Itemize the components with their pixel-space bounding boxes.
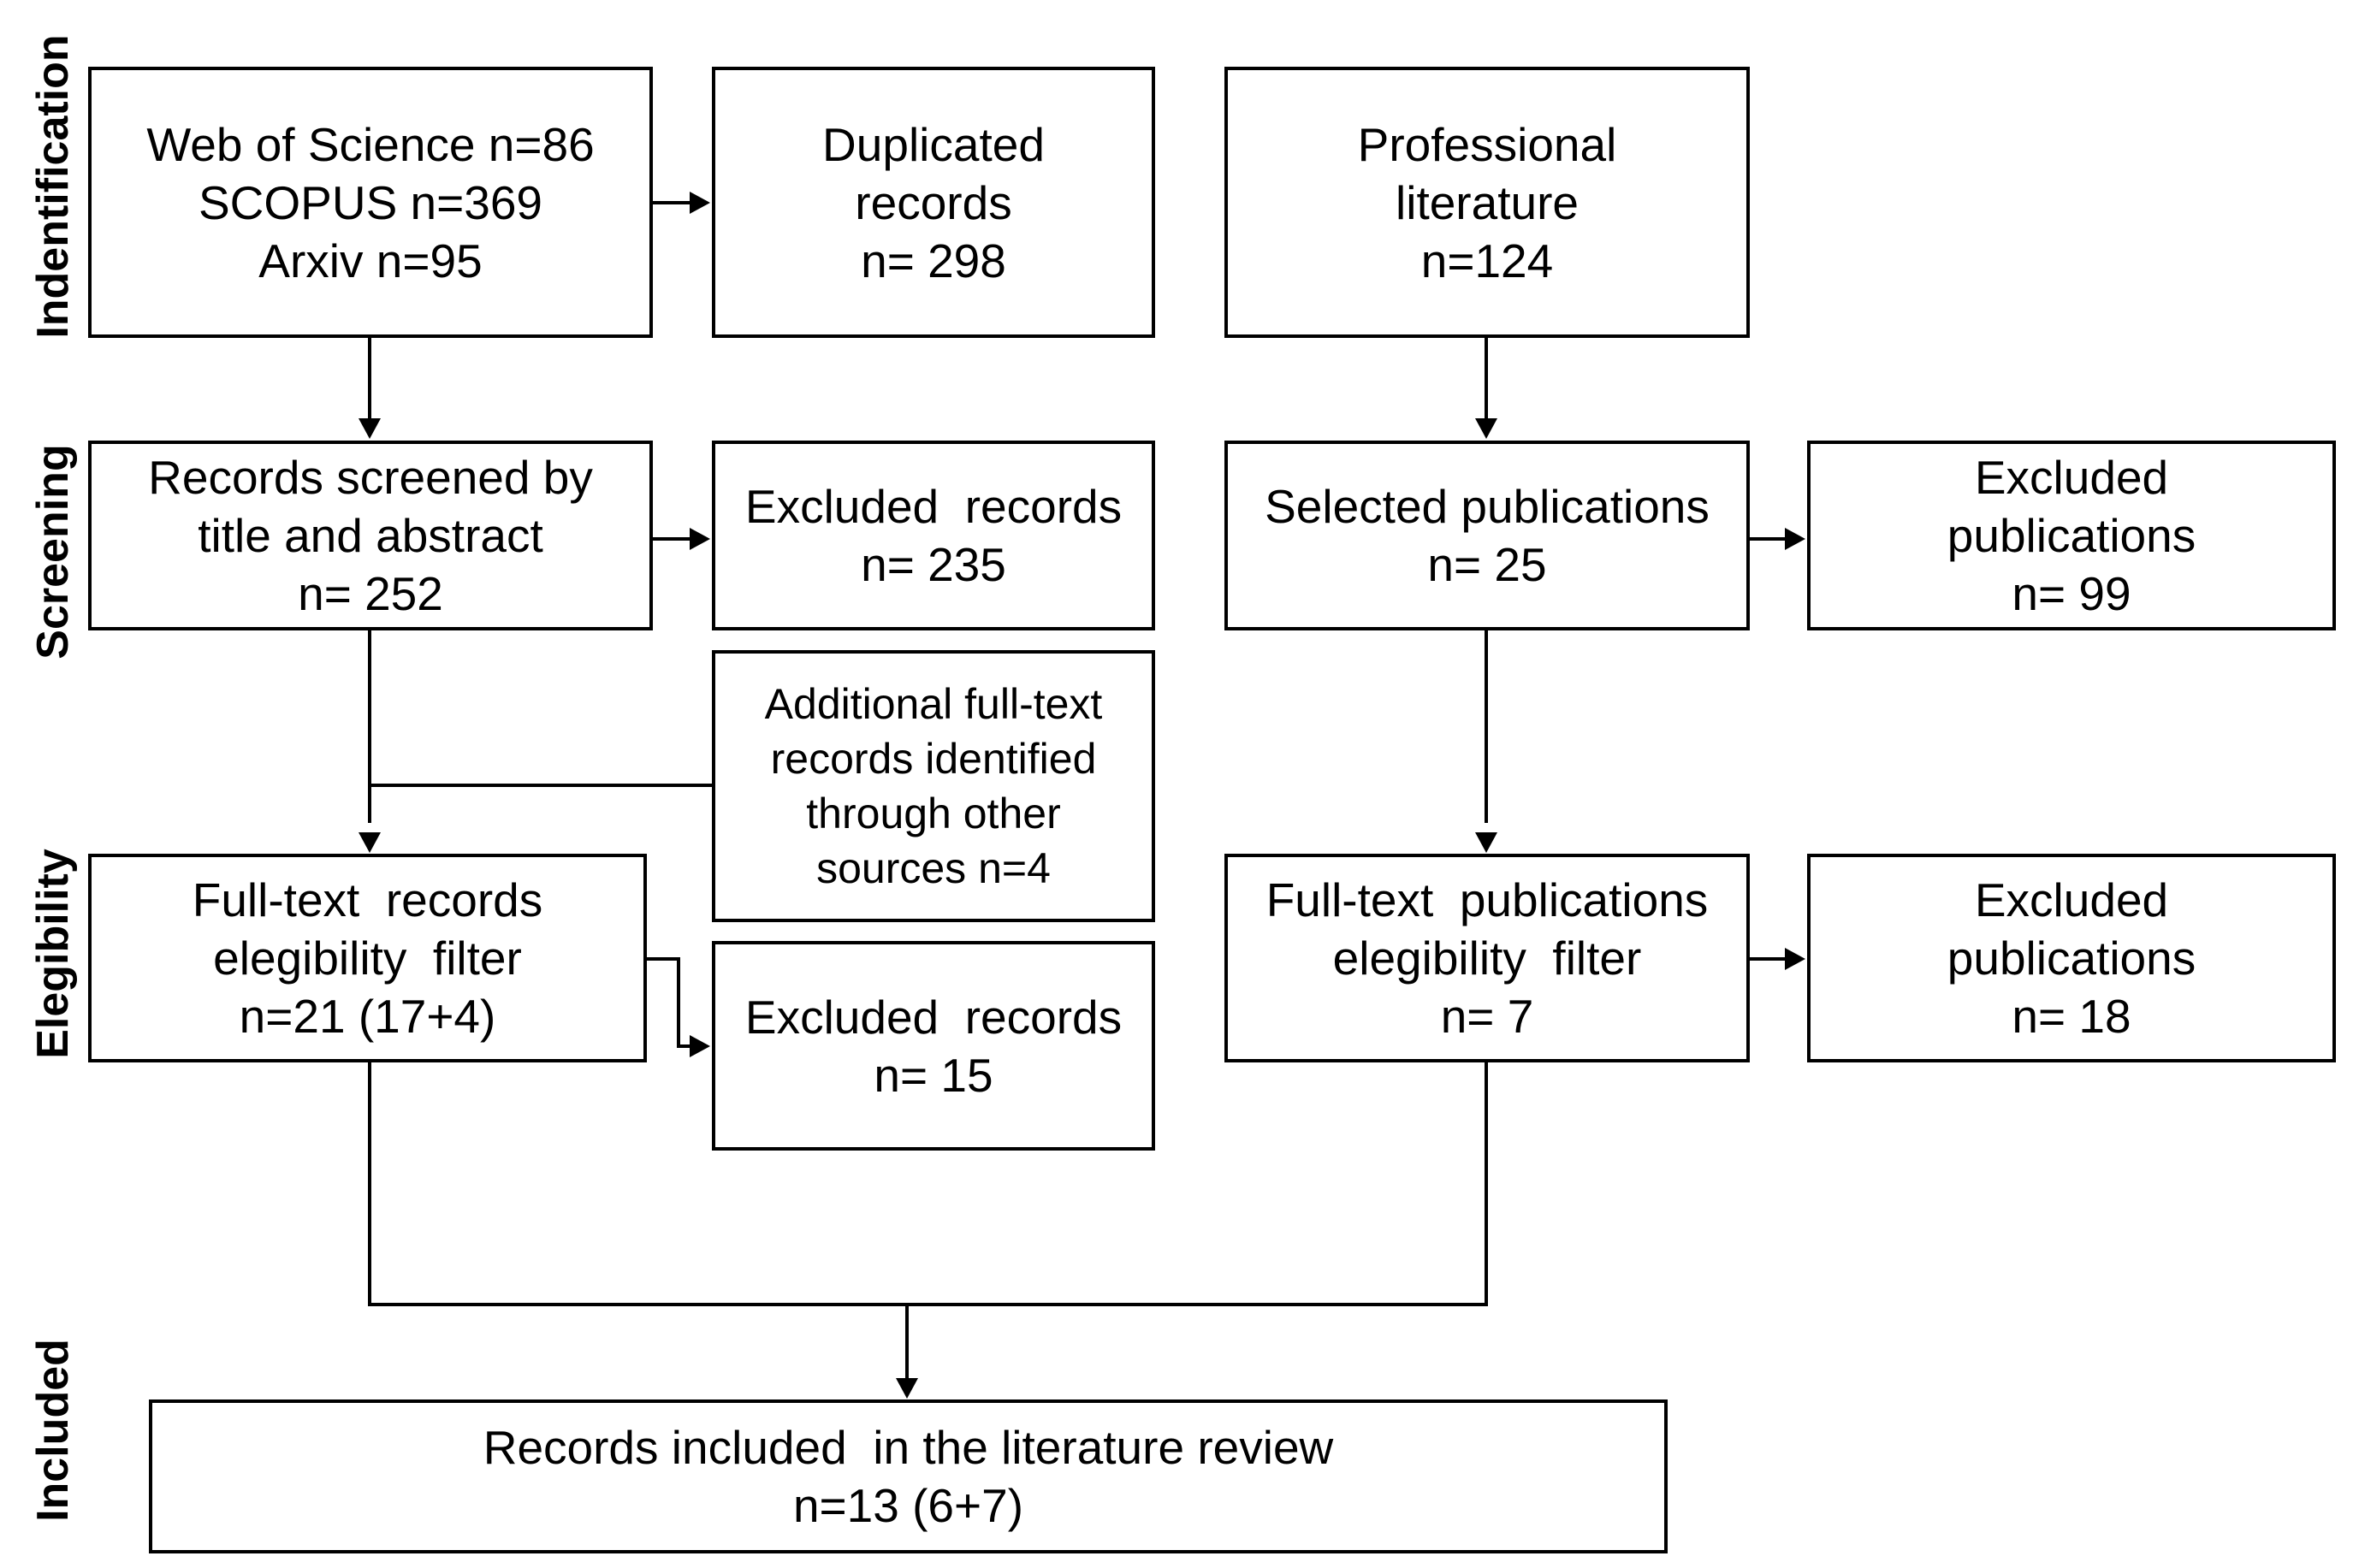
box-line: n= 15 [874, 1048, 993, 1102]
box-line: Additional full-text [764, 680, 1103, 728]
arrowhead [1475, 832, 1497, 853]
box-records-included: Records included in the literature revie… [149, 1399, 1668, 1553]
box-line: n= 99 [2012, 567, 2131, 620]
box-line: Web of Science n=86 [146, 117, 595, 171]
connector-pubs-to-merge [907, 1061, 1488, 1306]
box-excluded-publications-elegibility: Excluded publications n= 18 [1807, 854, 2336, 1062]
box-line: records identified [770, 735, 1097, 783]
box-excluded-records-elegibility: Excluded records n= 15 [712, 941, 1155, 1151]
box-line: Professional [1357, 117, 1617, 171]
box-line: n= 298 [861, 234, 1006, 287]
stage-label-included: Included [28, 1339, 78, 1522]
box-records-screened: Records screened by title and abstract n… [88, 441, 653, 630]
box-fulltext-publications-filter: Full-text publications elegibility filte… [1224, 854, 1750, 1062]
box-excluded-publications-screening: Excluded publications n= 99 [1807, 441, 2336, 630]
box-line: publications [1947, 509, 2196, 562]
box-line: literature [1396, 175, 1579, 229]
stage-label-elegibility: Elegibility [28, 849, 78, 1059]
arrow-fulltext-records-to-excluded [647, 957, 695, 1048]
box-database-sources: Web of Science n=86 SCOPUS n=369 Arxiv n… [88, 67, 653, 338]
box-line: n=21 (17+4) [239, 990, 496, 1043]
box-line: Arxiv n=95 [258, 234, 483, 287]
box-line: title and abstract [198, 509, 543, 562]
arrowhead [359, 832, 381, 853]
box-line: Records screened by [148, 451, 593, 504]
box-line: Excluded records [744, 990, 1123, 1044]
box-line: Full-text publications [1265, 873, 1709, 926]
box-line: elegibility filter [213, 932, 522, 985]
box-line: SCOPUS n=369 [198, 175, 543, 229]
arrowhead [1475, 418, 1497, 439]
box-line: n= 25 [1427, 538, 1547, 591]
box-fulltext-records-filter: Full-text records elegibility filter n=2… [88, 854, 647, 1062]
box-line: elegibility filter [1332, 932, 1642, 985]
connector-records-to-merge [368, 1061, 907, 1306]
arrowhead [1785, 948, 1805, 970]
box-line: Records included in the literature revie… [483, 1421, 1334, 1474]
arrowhead [896, 1378, 918, 1399]
box-selected-publications: Selected publications n= 25 [1224, 441, 1750, 630]
box-line: n=124 [1420, 234, 1554, 287]
box-additional-records: Additional full-text records identified … [712, 650, 1155, 922]
box-line: Excluded records [744, 480, 1123, 533]
box-line: Duplicated [822, 117, 1045, 171]
box-line: n= 235 [861, 538, 1006, 591]
stage-label-identification: Indentification [28, 34, 78, 339]
arrowhead [1785, 528, 1805, 550]
arrowhead [359, 418, 381, 439]
box-line: Selected publications [1265, 480, 1710, 533]
box-line: n= 252 [298, 567, 443, 620]
box-line: through other [806, 790, 1061, 837]
box-line: publications [1947, 932, 2196, 985]
box-line: Excluded [1974, 873, 2169, 926]
box-line: n= 7 [1440, 990, 1534, 1043]
box-excluded-records-screening: Excluded records n= 235 [712, 441, 1155, 630]
box-line: n= 18 [2012, 990, 2131, 1043]
box-professional-literature: Professional literature n=124 [1224, 67, 1750, 338]
box-duplicated-records: Duplicated records n= 298 [712, 67, 1155, 338]
stage-label-screening: Screening [28, 444, 78, 660]
box-line: Excluded [1974, 451, 2169, 504]
arrowhead [690, 192, 710, 214]
arrowhead [690, 1035, 710, 1057]
box-line: sources n=4 [816, 844, 1051, 892]
box-line: records [855, 175, 1012, 229]
box-line: n=13 (6+7) [792, 1479, 1024, 1532]
arrowhead [690, 528, 710, 550]
box-line: Full-text records [192, 873, 543, 926]
